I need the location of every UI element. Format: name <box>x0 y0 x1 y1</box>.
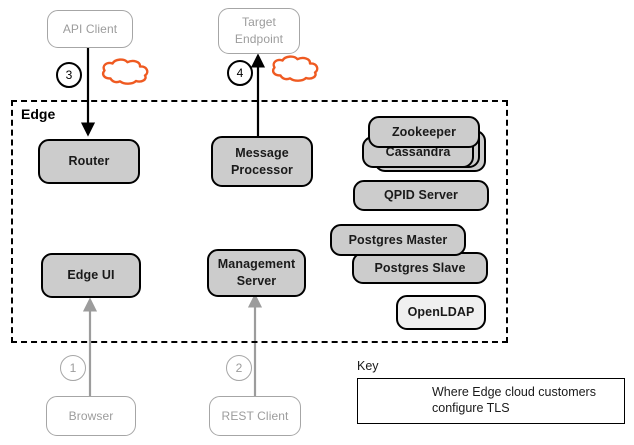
node-rest-client[interactable]: REST Client <box>209 396 301 436</box>
node-management-server[interactable]: Management Server <box>207 249 306 297</box>
node-zookeeper[interactable]: Zookeeper <box>368 116 480 148</box>
edge-container-label: Edge <box>21 106 56 122</box>
step-marker-3[interactable]: 3 <box>56 62 82 88</box>
node-postgres-slave[interactable]: Postgres Slave <box>352 252 488 284</box>
node-postgres-master[interactable]: Postgres Master <box>330 224 466 256</box>
node-message-processor[interactable]: Message Processor <box>211 136 313 187</box>
node-qpid-server[interactable]: QPID Server <box>353 180 489 211</box>
key-title: Key <box>357 359 379 373</box>
edge-container <box>11 100 508 343</box>
node-browser[interactable]: Browser <box>46 396 136 436</box>
node-openldap[interactable]: OpenLDAP <box>396 295 486 330</box>
node-target-endpoint[interactable]: Target Endpoint <box>218 8 300 54</box>
key-box <box>357 378 625 424</box>
step-marker-2[interactable]: 2 <box>226 355 252 381</box>
node-api-client[interactable]: API Client <box>47 10 133 48</box>
cloud-icon-step-3 <box>101 58 149 85</box>
node-router[interactable]: Router <box>38 139 140 184</box>
cloud-icon-step-4 <box>271 55 319 82</box>
node-edge-ui[interactable]: Edge UI <box>41 253 141 298</box>
key-entry-label: Where Edge cloud customers configure TLS <box>432 385 596 415</box>
step-marker-4[interactable]: 4 <box>227 60 253 86</box>
step-marker-1[interactable]: 1 <box>60 355 86 381</box>
